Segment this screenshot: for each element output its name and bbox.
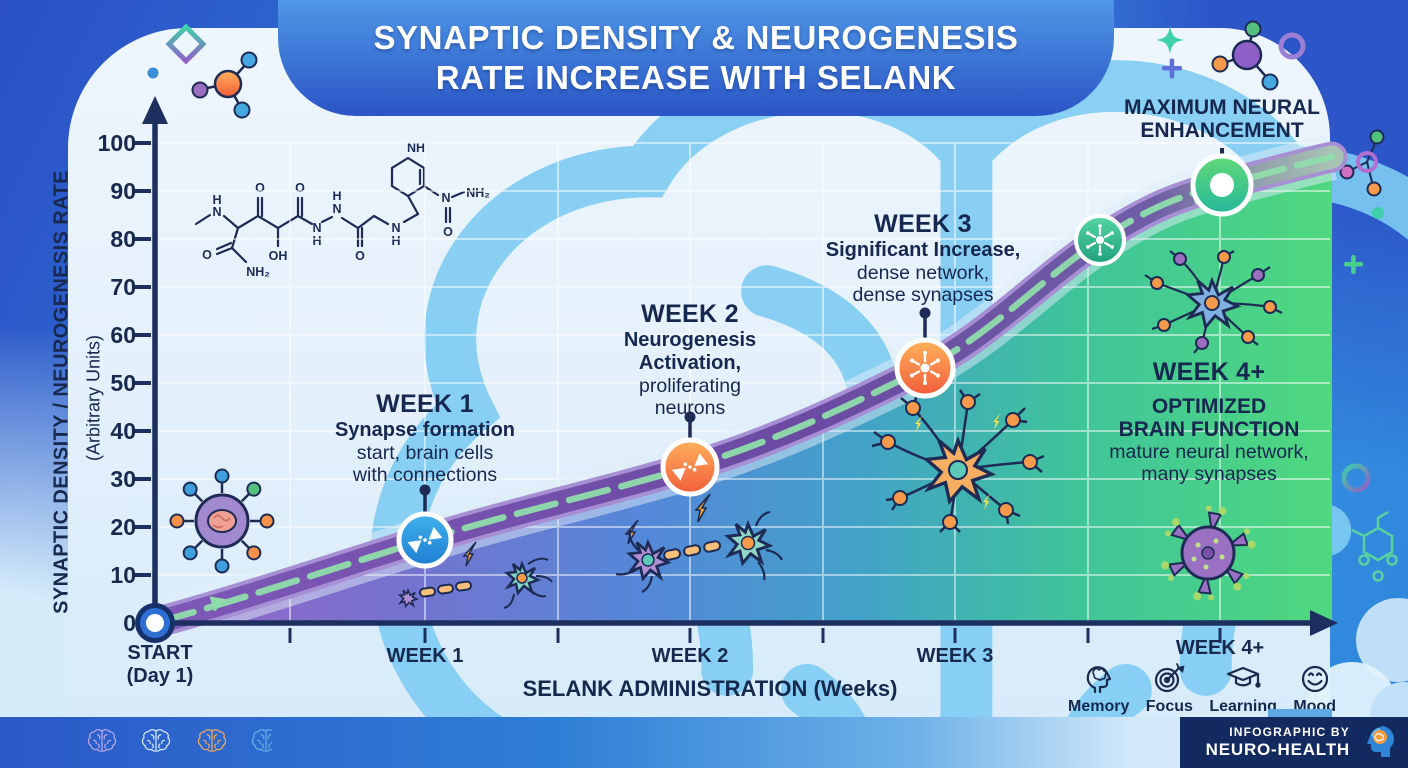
y-axis-arrow (142, 96, 168, 124)
brand-text: INFOGRAPHIC BY NEURO-HEALTH (1205, 724, 1350, 759)
svg-text:O: O (443, 225, 453, 239)
svg-text:H: H (312, 234, 321, 248)
svg-text:N: N (391, 221, 400, 235)
svg-text:O: O (202, 248, 212, 262)
page-title-line1: SYNAPTIC DENSITY & NEUROGENESIS (373, 19, 1019, 56)
benefit-focus: Focus (1146, 660, 1193, 716)
svg-text:N: N (212, 205, 221, 219)
dot-icon (1372, 207, 1384, 219)
ring-icon (1341, 463, 1371, 493)
svg-text:O: O (295, 181, 305, 195)
brain-icon (142, 730, 169, 751)
target-dart-icon (1155, 663, 1185, 693)
neuro-health-logo-icon (1367, 725, 1394, 757)
head-brain-icon (1086, 666, 1111, 694)
graduation-cap-icon (1227, 666, 1261, 688)
donut-center (1210, 173, 1234, 197)
sparkle-icon (1156, 26, 1184, 54)
plus-icon (1344, 255, 1363, 274)
brain-icon (198, 730, 225, 751)
benefit-memory: Memory (1068, 660, 1129, 716)
svg-text:NH₂: NH₂ (466, 186, 490, 200)
benefit-mood: Mood (1293, 660, 1336, 716)
benefit-learning: Learning (1209, 660, 1277, 716)
molecule-structure-icon (1351, 510, 1398, 582)
week3-marker (894, 337, 956, 399)
svg-text:O: O (255, 181, 265, 195)
svg-text:O: O (355, 249, 365, 263)
brain-icon (88, 730, 115, 751)
brain-node-icon (169, 468, 275, 574)
svg-text:NH₂: NH₂ (246, 265, 270, 279)
maximum-marker (1190, 153, 1254, 217)
molecule-icon (1211, 20, 1279, 91)
dot-icon (147, 67, 159, 79)
y-axis-ticks (134, 141, 151, 577)
title-banner: SYNAPTIC DENSITY & NEUROGENESIS RATE INC… (278, 0, 1114, 116)
growth-marker (1074, 214, 1126, 266)
svg-text:N: N (312, 221, 321, 235)
benefits-row: Memory Focus (1068, 660, 1336, 716)
svg-text:N: N (332, 202, 341, 216)
start-marker (135, 603, 175, 643)
page-title-line2: RATE INCREASE WITH SELANK (435, 59, 957, 96)
ring-icon (1278, 32, 1306, 60)
smiley-icon (1301, 665, 1328, 693)
brand-block: INFOGRAPHIC BY NEURO-HEALTH (1180, 717, 1408, 768)
svg-text:OH: OH (269, 249, 288, 263)
week1-marker (396, 511, 454, 569)
diamond-icon (165, 23, 207, 65)
week2-marker (660, 437, 720, 497)
svg-text:N: N (441, 191, 450, 205)
brain-icon (252, 730, 272, 751)
molecule-icon (191, 51, 258, 119)
footer-brain-icons (22, 722, 272, 766)
svg-text:H: H (391, 234, 400, 248)
